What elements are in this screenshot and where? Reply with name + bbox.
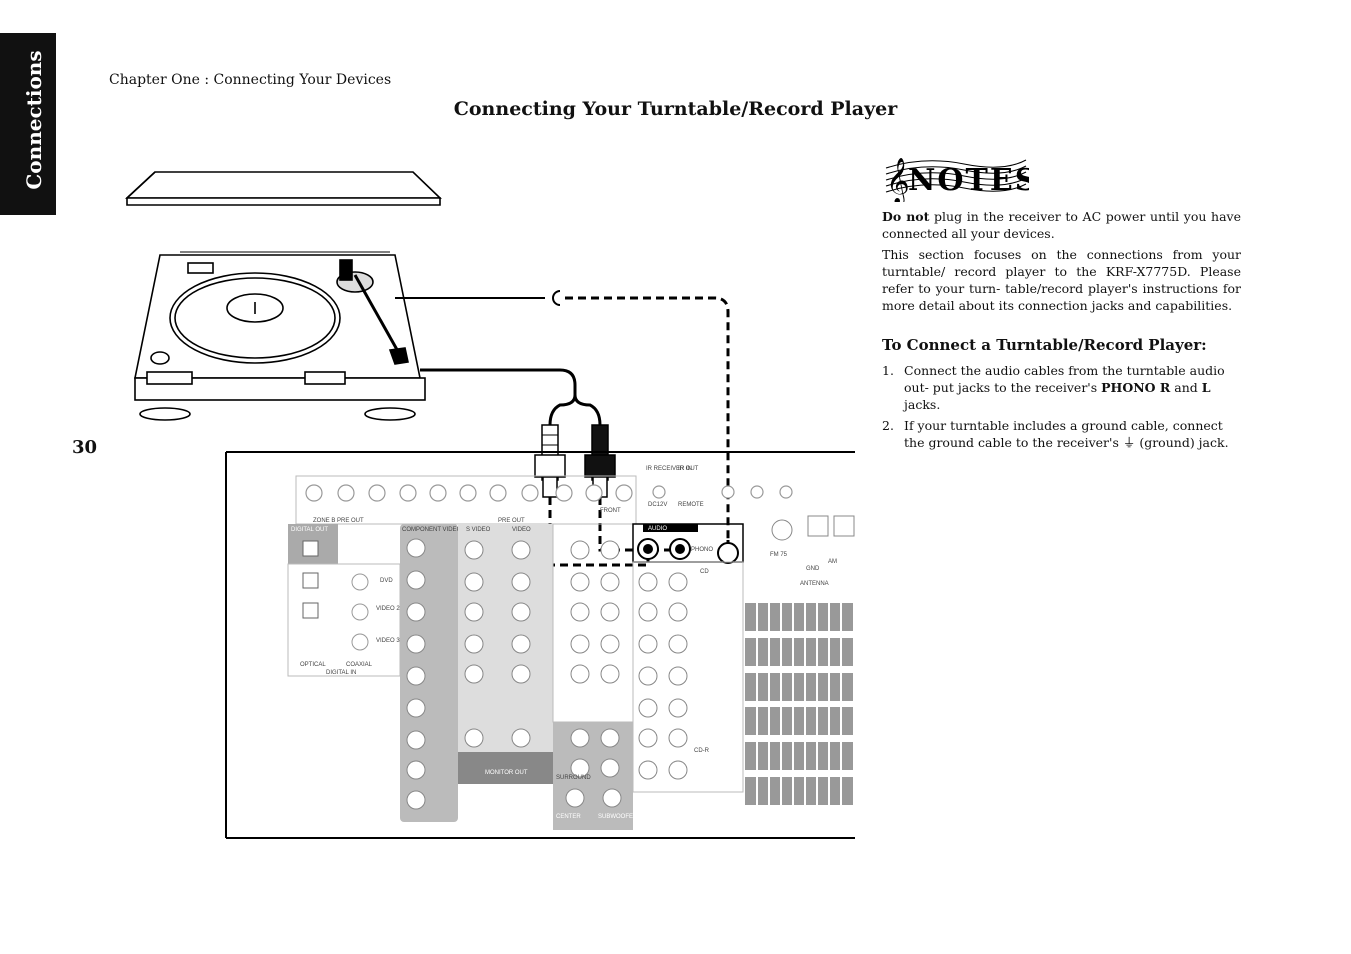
label-cd-r: CD-R	[694, 748, 710, 754]
label-video: VIDEO	[512, 527, 531, 533]
step-text: jacks.	[904, 397, 941, 412]
instruction-step-2: 2. If your turntable includes a ground ca…	[882, 417, 1241, 451]
label-ir-receiver: IR RECEIVER IN	[646, 466, 692, 472]
label-pre-out: PRE OUT	[498, 518, 525, 524]
ground-cable	[395, 290, 730, 555]
label-fm: FM 75	[770, 552, 788, 558]
label-remote: REMOTE	[678, 502, 704, 508]
label-am: AM	[828, 559, 837, 565]
note-paragraph: Do not plug in the receiver to AC power …	[882, 208, 1241, 242]
step-bold: PHONO R	[1101, 380, 1171, 395]
notes-column: Do not plug in the receiver to AC power …	[882, 208, 1241, 455]
label-component-video: COMPONENT VIDEO	[402, 527, 462, 533]
step-text: (ground) jack.	[1135, 435, 1229, 450]
speaker-terminals	[745, 603, 853, 805]
label-optical: OPTICAL	[300, 662, 326, 668]
label-audio: AUDIO	[648, 526, 667, 532]
label-ir-out: IR OUT	[678, 466, 699, 472]
step-number: 2.	[882, 418, 894, 433]
label-subwoofer: SUBWOOFER	[598, 814, 638, 820]
page-title: Connecting Your Turntable/Record Player	[453, 98, 898, 120]
label-cd: CD	[700, 569, 709, 575]
connection-diagram: ZONE B PRE OUT PRE OUT FRONT IR RECEIVER…	[124, 171, 855, 839]
step-text: and	[1170, 380, 1202, 395]
label-video2: VIDEO 2	[376, 606, 400, 612]
notes-logo-text: NOTES	[908, 163, 1029, 198]
treble-clef-icon: 𝄞	[886, 158, 910, 202]
notes-logo: 𝄞 NOTES	[885, 158, 1029, 202]
step-bold: L	[1201, 380, 1211, 395]
label-center: CENTER	[556, 814, 581, 820]
label-coaxial: COAXIAL	[346, 662, 373, 668]
instruction-list: 1. Connect the audio cables from the turn…	[882, 362, 1241, 451]
note-text: plug in the receiver to AC power until y…	[882, 209, 1242, 241]
step-number: 1.	[882, 363, 894, 378]
label-s-video: S VIDEO	[466, 527, 491, 533]
label-antenna: ANTENNA	[800, 581, 829, 587]
instruction-step-1: 1. Connect the audio cables from the turn…	[882, 362, 1241, 413]
page-number: 30	[72, 437, 98, 458]
turntable-illustration	[124, 171, 442, 421]
note-emphasis: Do not	[882, 209, 930, 224]
label-digital-in: DIGITAL IN	[326, 670, 356, 676]
label-gnd: GND	[806, 566, 820, 572]
ground-icon: ⏚	[1122, 435, 1136, 450]
label-front: FRONT	[600, 508, 621, 514]
step-text: If your turntable includes a ground cabl…	[904, 418, 1223, 450]
receiver-back-panel: ZONE B PRE OUT PRE OUT FRONT IR RECEIVER…	[225, 451, 855, 839]
label-phono: PHONO	[691, 547, 713, 553]
label-monitor-out: MONITOR OUT	[485, 770, 528, 776]
step-text: Connect the audio cables from the turnta…	[904, 363, 1225, 395]
chapter-header: Chapter One : Connecting Your Devices	[109, 72, 392, 88]
label-surround: SURROUND	[556, 775, 591, 781]
note-paragraph-2: This section focuses on the connections …	[882, 247, 1241, 313]
label-zone-b: ZONE B PRE OUT	[313, 518, 364, 524]
section-tab: Connections	[0, 33, 56, 215]
label-dvd: DVD	[380, 578, 393, 584]
label-video3: VIDEO 3	[376, 638, 400, 644]
instructions-heading: To Connect a Turntable/Record Player:	[882, 336, 1207, 354]
label-dc12v: DC12V	[648, 502, 667, 508]
label-digital-out: DIGITAL OUT	[291, 527, 328, 533]
